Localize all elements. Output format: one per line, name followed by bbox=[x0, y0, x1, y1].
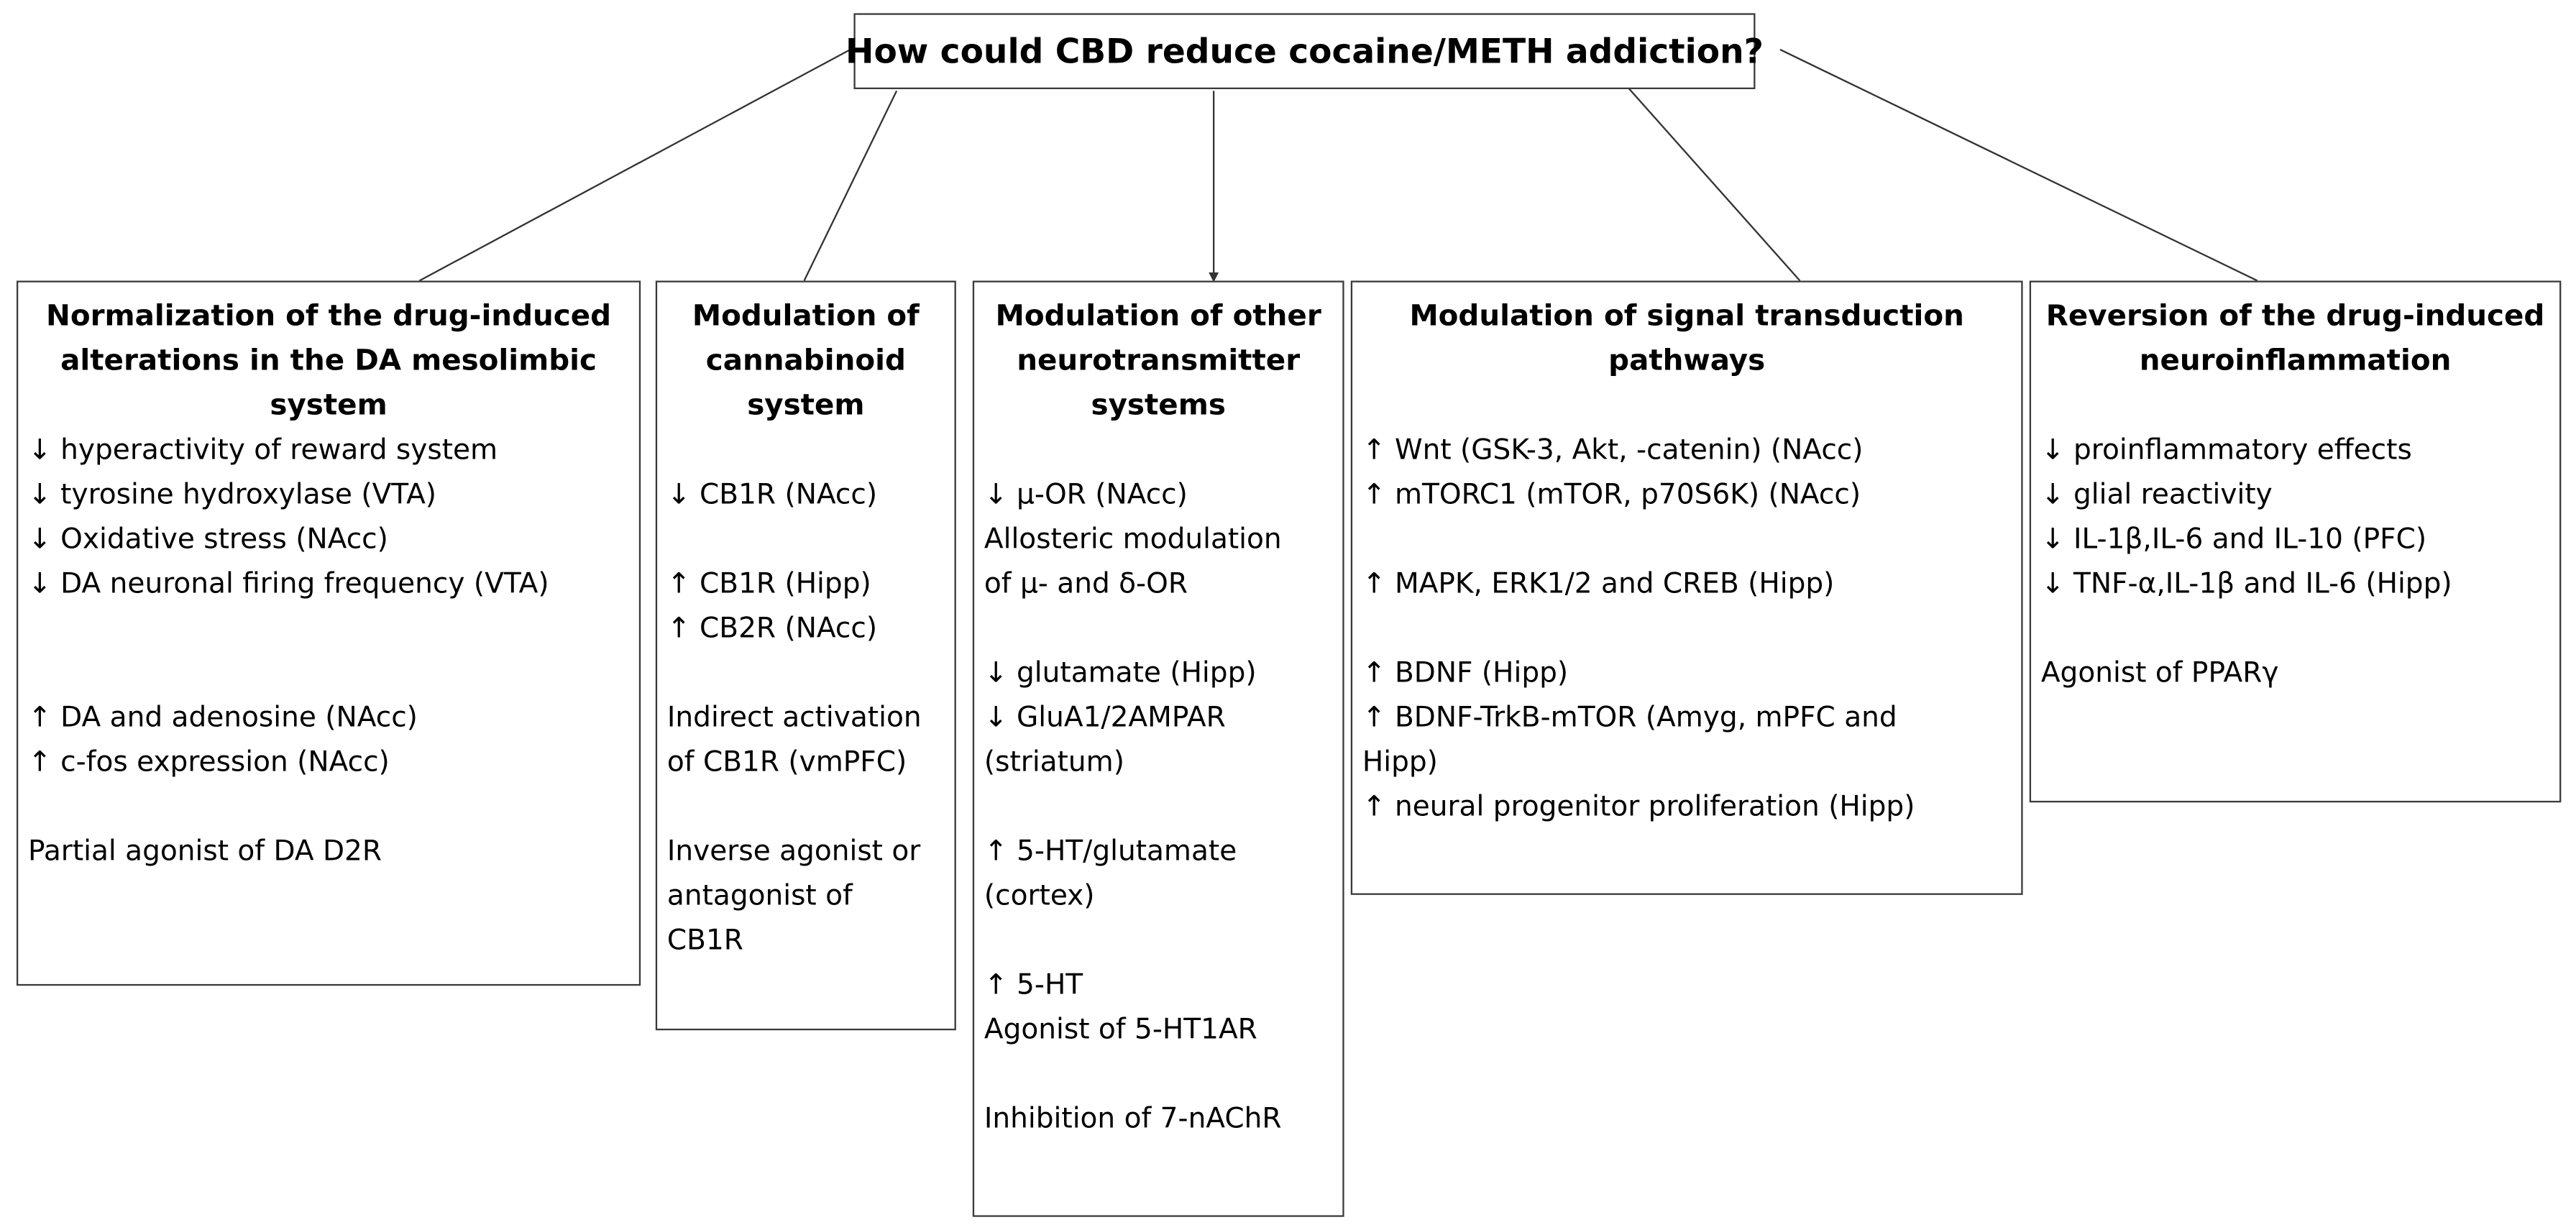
box-items: ↓ CB1R (NAcc) ↑ CB1R (Hipp) ↑ CB2R (NAcc… bbox=[667, 429, 955, 964]
box-text-line: Agonist of PPARγ bbox=[2040, 657, 2279, 691]
box-text-line: ↑ BDNF-TrkB-mTOR (Amyg, mPFC and bbox=[1362, 702, 1897, 735]
box-title-line: neuroinflammation bbox=[2139, 345, 2452, 378]
box-text-line bbox=[1362, 607, 2021, 652]
box-text-line: ↓ IL-1β,IL-6 and IL-10 (PFC) bbox=[2040, 523, 2427, 557]
box-title: Modulation of cannabinoid system bbox=[664, 295, 948, 429]
box-text-line: Indirect activation bbox=[666, 702, 922, 735]
box-text-line bbox=[667, 429, 955, 474]
box-text-line: ↑ 5-HT bbox=[984, 969, 1083, 1003]
box-text-line bbox=[667, 652, 955, 697]
box-text-line: antagonist of bbox=[666, 880, 853, 914]
box-title-line: Normalization of the drug-induced bbox=[46, 300, 612, 334]
box-text-line: Hipp) bbox=[1362, 746, 1438, 780]
box-text-line: ↑ c-fos expression (NAcc) bbox=[28, 746, 390, 780]
box-text-line: ↑ Wnt (GSK-3, Akt, -catenin) (NAcc) bbox=[1362, 434, 1864, 467]
connector-line-cannabinoid bbox=[803, 90, 898, 281]
box-text-line: ↓ tyrosine hydroxylase (VTA) bbox=[28, 479, 437, 513]
box-title: Reversion of the drug-induced neuroinfla… bbox=[2038, 295, 2553, 385]
box-title: Normalization of the drug-induced altera… bbox=[24, 295, 632, 429]
box-items: ↓ μ-OR (NAcc) Allosteric modulation of μ… bbox=[984, 429, 1342, 1142]
arrowhead-icon bbox=[1209, 272, 1219, 283]
box-text-line bbox=[2041, 607, 2559, 652]
box-text-line: of CB1R (vmPFC) bbox=[666, 746, 907, 780]
box-text-line bbox=[1362, 518, 2021, 563]
box-title-line: alterations in the DA mesolimbic bbox=[60, 345, 597, 378]
box-text-line bbox=[1362, 385, 2021, 429]
box-text-line bbox=[984, 786, 1342, 830]
box-cannabinoid-system: Modulation of cannabinoid system ↓ CB1R … bbox=[655, 280, 956, 1031]
box-title-line: systems bbox=[1091, 390, 1226, 423]
box-text-line: ↓ hyperactivity of reward system bbox=[28, 434, 498, 467]
box-title-line: system bbox=[747, 390, 865, 423]
box-title-line: neurotransmitter bbox=[1017, 345, 1301, 378]
box-text-line bbox=[984, 607, 1342, 652]
connector-line-signal bbox=[1626, 85, 1801, 282]
box-text-line bbox=[28, 786, 639, 830]
box-title-line: Reversion of the drug-induced bbox=[2045, 300, 2545, 334]
box-neuroinflammation: Reversion of the drug-induced neuroinfla… bbox=[2029, 280, 2562, 803]
box-title: Modulation of signal transduction pathwa… bbox=[1359, 295, 2014, 385]
box-text-line: ↓ Oxidative stress (NAcc) bbox=[28, 523, 388, 557]
box-text-line: Allosteric modulation bbox=[984, 523, 1282, 557]
box-text-line: of μ- and δ-OR bbox=[984, 568, 1188, 602]
box-text-line: ↑ DA and adenosine (NAcc) bbox=[28, 702, 418, 735]
box-title-line: Modulation of bbox=[692, 300, 920, 334]
box-text-line: ↑ MAPK, ERK1/2 and CREB (Hipp) bbox=[1362, 568, 1835, 602]
box-text-line: ↑ mTORC1 (mTOR, p70S6K) (NAcc) bbox=[1362, 479, 1861, 513]
box-text-line: (cortex) bbox=[984, 880, 1095, 914]
box-text-line: ↓ glutamate (Hipp) bbox=[984, 657, 1257, 691]
box-text-line bbox=[667, 786, 955, 830]
box-text-line: ↑ CB1R (Hipp) bbox=[666, 568, 871, 602]
box-text-line bbox=[984, 919, 1342, 964]
box-title-line: Modulation of signal transduction bbox=[1409, 300, 1964, 334]
box-title: Modulation of other neurotransmitter sys… bbox=[981, 295, 1336, 429]
box-text-line bbox=[2041, 385, 2559, 429]
box-text-line: ↓ CB1R (NAcc) bbox=[666, 479, 878, 513]
box-text-line: ↓ GluA1/2AMPAR bbox=[984, 702, 1226, 735]
box-text-line: ↓ glial reactivity bbox=[2040, 479, 2273, 513]
box-text-line: ↑ neural progenitor proliferation (Hipp) bbox=[1362, 791, 1915, 825]
box-text-line bbox=[667, 518, 955, 563]
box-title-line: Modulation of other bbox=[995, 300, 1321, 334]
box-text-line: Partial agonist of DA D2R bbox=[28, 835, 382, 869]
box-text-line: ↓ TNF-α,IL-1β and IL-6 (Hipp) bbox=[2040, 568, 2452, 602]
box-text-line: ↓ μ-OR (NAcc) bbox=[984, 479, 1188, 513]
box-dopamine-system: Normalization of the drug-induced altera… bbox=[16, 280, 641, 986]
box-text-line: ↑ BDNF (Hipp) bbox=[1362, 657, 1569, 691]
box-text-line bbox=[984, 429, 1342, 474]
box-text-line: Inverse agonist or bbox=[666, 835, 921, 869]
box-title-line: system bbox=[270, 390, 388, 423]
box-title-line: pathways bbox=[1608, 345, 1766, 378]
box-neurotransmitter-systems: Modulation of other neurotransmitter sys… bbox=[972, 280, 1344, 1217]
box-items: ↑ Wnt (GSK-3, Akt, -catenin) (NAcc) ↑ mT… bbox=[1362, 385, 2021, 830]
box-text-line bbox=[28, 607, 639, 652]
root-question-box: How could CBD reduce cocaine/METH addict… bbox=[845, 13, 1764, 90]
connector-line-dopamine bbox=[418, 48, 851, 282]
box-items: ↓ hyperactivity of reward system ↓ tyros… bbox=[28, 429, 639, 875]
box-items: ↓ proinflammatory effects ↓ glial reacti… bbox=[2041, 385, 2559, 697]
box-title-line: cannabinoid bbox=[705, 345, 906, 378]
box-text-line: ↑ CB2R (NAcc) bbox=[666, 612, 878, 646]
connector-line-neuroinflammation bbox=[1779, 48, 2258, 282]
box-text-line: ↓ DA neuronal firing frequency (VTA) bbox=[28, 568, 549, 602]
box-text-line bbox=[984, 1053, 1342, 1098]
box-text-line: ↑ 5-HT/glutamate bbox=[984, 835, 1237, 869]
box-signal-transduction: Modulation of signal transduction pathwa… bbox=[1350, 280, 2023, 895]
box-text-line: Inhibition of 7-nAChR bbox=[984, 1103, 1282, 1137]
box-text-line: Agonist of 5-HT1AR bbox=[984, 1014, 1257, 1047]
box-text-line bbox=[28, 652, 639, 697]
box-text-line: ↓ proinflammatory effects bbox=[2040, 434, 2412, 467]
root-question: How could CBD reduce cocaine/METH addict… bbox=[845, 31, 1764, 71]
box-text-line: (striatum) bbox=[984, 746, 1124, 780]
box-text-line: CB1R bbox=[666, 924, 743, 958]
